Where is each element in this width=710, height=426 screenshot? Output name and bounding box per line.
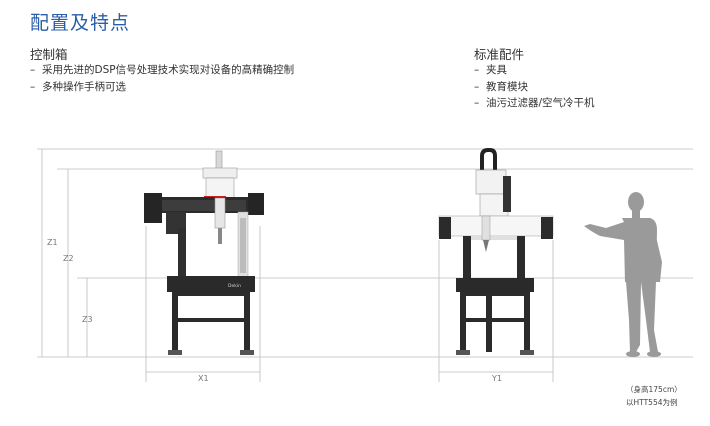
list-item: –油污过滤器/空气冷干机 — [474, 97, 595, 109]
height-caption: （身高175cm） — [626, 385, 682, 394]
dim-z1-label: Z1 — [47, 238, 58, 247]
list-item: –教育模块 — [474, 80, 528, 93]
control-box-features: –采用先进的DSP信号处理技术实现对设备的高精确控制 –多种操作手柄可选 — [30, 62, 294, 95]
machine-side-view — [438, 148, 554, 355]
model-caption: 以HTT554为例 — [626, 398, 678, 407]
dim-z2-label: Z2 — [63, 254, 74, 263]
dimension-lines — [37, 148, 693, 382]
dim-x1-label: X1 — [198, 374, 209, 383]
list-item: –采用先进的DSP信号处理技术实现对设备的高精确控制 — [30, 64, 295, 76]
dim-y1-label: Y1 — [491, 374, 502, 383]
standard-accessories-list: –夹具 –教育模块 –油污过滤器/空气冷干机 — [474, 62, 595, 112]
page-title: 配置及特点 — [30, 12, 131, 34]
control-box-heading: 控制箱 — [30, 47, 68, 62]
list-item: –夹具 — [474, 64, 507, 76]
machine-front-view: Dekin — [144, 150, 264, 355]
dim-z3-label: Z3 — [82, 315, 93, 324]
person-silhouette — [584, 192, 662, 357]
brand-label: Dekin — [228, 283, 241, 289]
standard-accessories-heading: 标准配件 — [474, 47, 525, 62]
list-item: –多种操作手柄可选 — [30, 80, 126, 93]
